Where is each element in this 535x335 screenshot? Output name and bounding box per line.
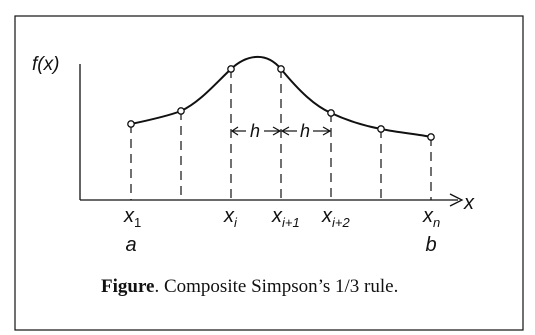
x-label-xn: xn bbox=[422, 205, 440, 230]
caption-text: . Composite Simpson’s 1/3 rule. bbox=[154, 276, 398, 297]
x-label-xi1: xi+1 bbox=[271, 205, 300, 230]
h-label-left: h bbox=[250, 121, 260, 141]
figure-frame bbox=[14, 15, 524, 331]
x-label-xi: xi bbox=[223, 205, 238, 230]
x-label-x1: x1 bbox=[123, 205, 141, 230]
ordinate-lines bbox=[130, 69, 432, 200]
h-indicators bbox=[230, 126, 332, 136]
y-axis-label: f(x) bbox=[32, 54, 59, 75]
caption-prefix: Figure bbox=[101, 276, 154, 297]
sample-point bbox=[227, 65, 235, 73]
x-axis-label: x bbox=[463, 192, 475, 214]
h-label-right: h bbox=[300, 121, 310, 141]
endpoint-label-b: b bbox=[425, 234, 436, 256]
h-arrowhead bbox=[272, 126, 282, 136]
sample-point bbox=[177, 107, 185, 115]
sample-point bbox=[127, 120, 135, 128]
figure-caption: Figure. Composite Simpson’s 1/3 rule. bbox=[101, 276, 398, 297]
x-axis-arrowhead bbox=[449, 193, 464, 207]
h-arrowhead bbox=[230, 126, 239, 136]
sample-points bbox=[127, 65, 435, 141]
sample-point bbox=[377, 125, 385, 133]
x-label-xi2: xi+2 bbox=[321, 205, 350, 230]
h-arrowhead bbox=[280, 126, 290, 136]
endpoint-label-a: a bbox=[125, 234, 136, 256]
sample-point bbox=[277, 65, 285, 73]
sample-point bbox=[327, 109, 335, 117]
sample-point bbox=[427, 133, 435, 141]
h-arrowhead bbox=[322, 126, 332, 136]
